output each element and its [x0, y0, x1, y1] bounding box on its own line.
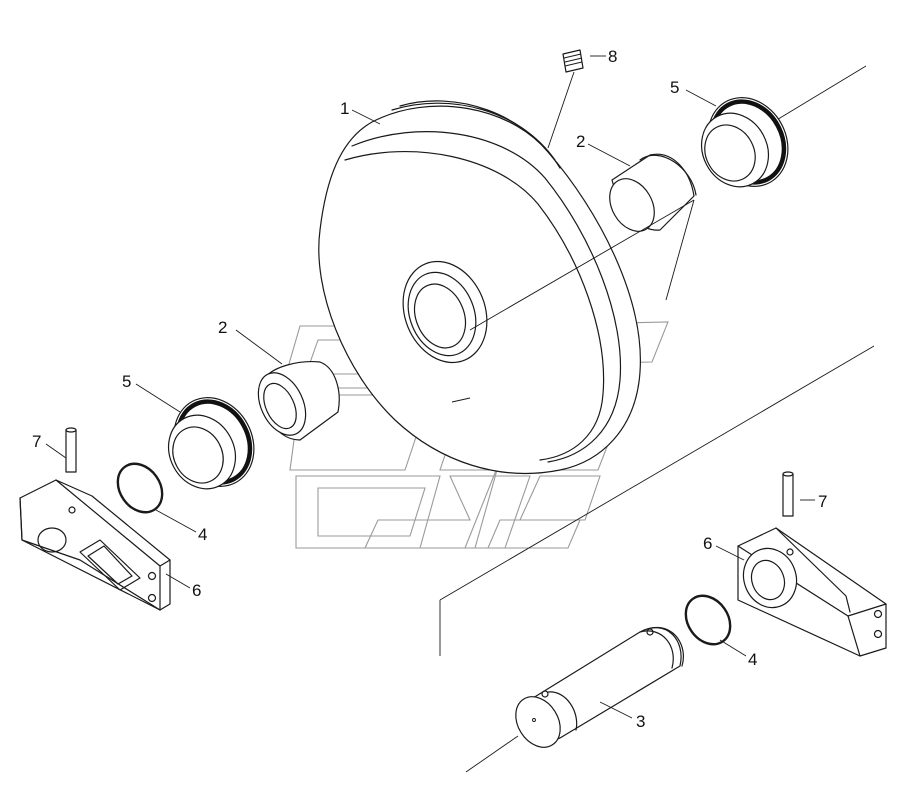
seal-assembly-upper	[700, 97, 789, 188]
callout-5-lower: 5	[122, 372, 131, 391]
bracket-right	[737, 527, 887, 657]
shaft	[515, 626, 684, 748]
bushing-lower	[257, 361, 340, 441]
callout-labels: 1 2 2 3 4 4 5 5 6 6 7 7 8	[32, 47, 827, 731]
callout-3: 3	[636, 712, 645, 731]
callout-7-left: 7	[32, 432, 41, 451]
callout-7-right: 7	[818, 492, 827, 511]
callout-6-left: 6	[192, 581, 201, 600]
pin-left	[65, 427, 77, 473]
axis-lines	[439, 65, 875, 773]
callout-1: 1	[340, 99, 349, 118]
callout-4-left: 4	[198, 525, 207, 544]
leader-lines	[45, 55, 815, 719]
plug	[547, 49, 584, 149]
callout-8: 8	[608, 47, 617, 66]
o-ring-left	[116, 462, 164, 514]
callout-2-upper: 2	[576, 132, 585, 151]
idler-wheel	[318, 100, 641, 475]
callout-5-upper: 5	[670, 78, 679, 97]
callout-6-right: 6	[703, 534, 712, 553]
bushing-upper	[469, 153, 697, 331]
o-ring-right	[684, 594, 732, 646]
callout-4-right: 4	[748, 650, 757, 669]
bracket-left	[19, 479, 171, 611]
callout-2-lower: 2	[218, 318, 227, 337]
seal-assembly-lower	[167, 397, 255, 490]
pin-right	[782, 471, 794, 517]
